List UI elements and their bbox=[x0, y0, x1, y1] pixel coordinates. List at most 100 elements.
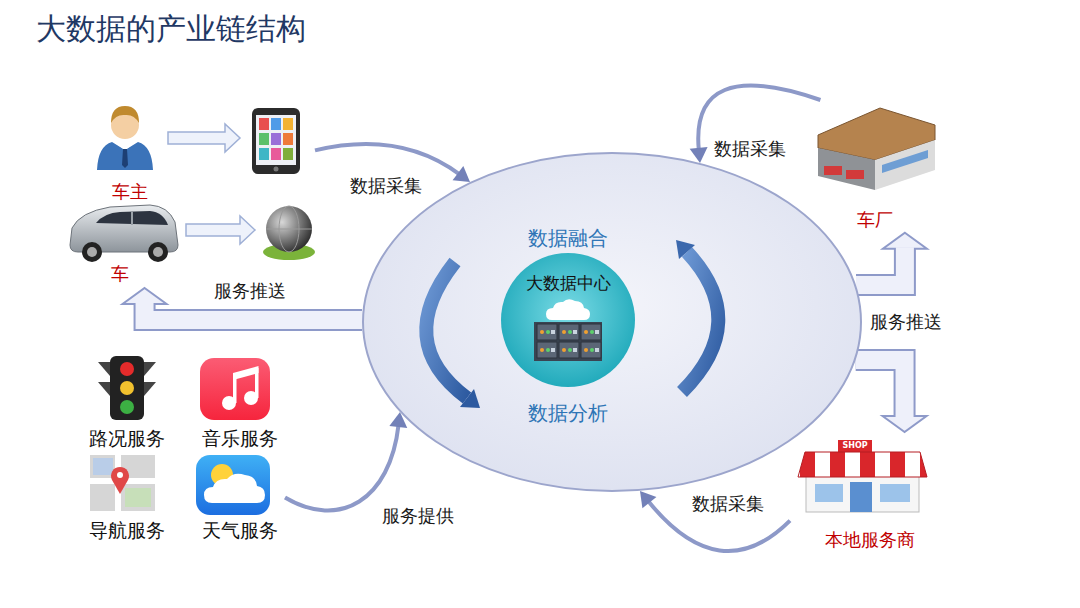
car-icon bbox=[96, 211, 168, 225]
map-icon bbox=[125, 488, 151, 507]
node-label: 数据分析 bbox=[528, 402, 608, 425]
traffic-light-icon bbox=[144, 362, 156, 376]
arrow-shaft-fill bbox=[856, 360, 905, 418]
node-label: 数据融合 bbox=[528, 227, 608, 250]
music-icon bbox=[200, 358, 270, 420]
node-label: 路况服务 bbox=[89, 428, 165, 450]
music-icon bbox=[200, 358, 270, 420]
edge-label: 数据采集 bbox=[692, 494, 764, 515]
cycle-arrow bbox=[426, 262, 480, 408]
tablet-icon bbox=[256, 115, 296, 165]
node-label: 音乐服务 bbox=[202, 428, 278, 450]
edge-label: 服务推送 bbox=[214, 281, 286, 302]
cycle-arrow bbox=[676, 240, 695, 259]
tablet-icon bbox=[271, 118, 281, 130]
traffic-light-icon bbox=[120, 381, 134, 395]
tablet-icon bbox=[259, 148, 269, 160]
edge-label-holder: 服务推送 bbox=[214, 281, 286, 302]
cycle-arrow bbox=[460, 389, 480, 408]
edge-label: 数据采集 bbox=[350, 176, 422, 197]
tablet-icon bbox=[271, 133, 281, 145]
cycle-arrow bbox=[676, 240, 718, 392]
map-icon bbox=[93, 458, 113, 475]
sign-text-holder: SHOP bbox=[838, 441, 872, 450]
node-label: 天气服务 bbox=[202, 520, 278, 542]
factory-icon bbox=[824, 166, 842, 175]
diagram-title: 大数据的产业链结构 bbox=[36, 12, 306, 47]
cycle-arrow bbox=[682, 252, 718, 392]
person-icon bbox=[111, 106, 139, 123]
traffic-light-icon bbox=[120, 400, 134, 414]
push-arrow bbox=[856, 360, 927, 432]
car-icon bbox=[148, 242, 168, 262]
car-icon bbox=[70, 205, 178, 262]
weather-icon bbox=[204, 474, 265, 503]
edge-label-holder: 数据采集 bbox=[692, 494, 764, 515]
factory-icon bbox=[818, 148, 875, 190]
tablet-icon bbox=[252, 108, 300, 174]
arrow-head bbox=[690, 147, 708, 163]
edge-label-holder: 服务推送 bbox=[870, 312, 942, 333]
owner-node: 车主 bbox=[85, 100, 315, 205]
small-arrow bbox=[168, 124, 240, 152]
collect-arrow bbox=[640, 491, 790, 551]
tablet-icon bbox=[271, 148, 281, 160]
car-icon bbox=[87, 247, 97, 257]
globe-icon bbox=[266, 206, 312, 252]
factory-icon bbox=[846, 170, 864, 179]
node-label: 大数据中心 bbox=[526, 274, 611, 294]
arrow-head bbox=[883, 233, 927, 249]
diagram-title-holder: 大数据的产业链结构 bbox=[36, 12, 306, 47]
shop-icon bbox=[838, 440, 872, 452]
weather-icon bbox=[196, 455, 270, 515]
arrow-line bbox=[285, 425, 399, 510]
cycle-arrow bbox=[426, 262, 467, 398]
person-icon bbox=[122, 149, 128, 168]
tablet-icon bbox=[259, 118, 269, 130]
small-arrow bbox=[186, 216, 255, 244]
service-node: 导航服务 bbox=[85, 450, 170, 545]
arrow-line bbox=[315, 144, 460, 174]
factory-node: 车厂 bbox=[810, 100, 940, 233]
tablet-icon bbox=[283, 118, 293, 130]
shop-icon bbox=[815, 484, 843, 502]
service-node: 音乐服务 bbox=[190, 350, 285, 452]
map-icon bbox=[90, 455, 155, 511]
factory-icon bbox=[875, 140, 935, 190]
map-icon bbox=[111, 467, 129, 494]
push-arrow bbox=[856, 233, 927, 285]
music-icon bbox=[244, 391, 258, 405]
edge-label-holder: 服务提供 bbox=[382, 506, 454, 527]
sign-text: SHOP bbox=[842, 441, 867, 450]
service-node: 天气服务 bbox=[190, 450, 285, 545]
edge-label: 服务提供 bbox=[382, 506, 454, 527]
node-label: 车厂 bbox=[857, 210, 893, 231]
server-symbol bbox=[536, 323, 602, 359]
tablet-icon bbox=[252, 108, 300, 174]
person-icon bbox=[97, 106, 153, 170]
traffic-light-icon bbox=[144, 382, 156, 396]
traffic-light-icon bbox=[98, 356, 156, 420]
traffic-light-icon bbox=[98, 362, 110, 376]
music-icon bbox=[222, 396, 236, 410]
globe-icon bbox=[266, 229, 312, 230]
shop-icon bbox=[806, 476, 919, 512]
person-icon bbox=[115, 141, 135, 150]
shop-icon bbox=[850, 482, 872, 512]
arrow-head bbox=[883, 416, 927, 432]
server-symbol bbox=[534, 322, 602, 361]
music-icon bbox=[233, 366, 259, 380]
car-node: 车 bbox=[62, 198, 320, 288]
weather-icon bbox=[196, 455, 270, 515]
collect-arrow bbox=[285, 412, 407, 510]
factory-icon bbox=[818, 108, 935, 190]
arrow-head bbox=[123, 288, 167, 304]
cloud-symbol bbox=[546, 299, 590, 320]
map-icon bbox=[117, 472, 123, 478]
arrow-shaft-fill bbox=[145, 303, 362, 321]
collect-arrow bbox=[690, 86, 821, 163]
globe-icon bbox=[263, 206, 315, 260]
shop-icon bbox=[798, 440, 927, 512]
